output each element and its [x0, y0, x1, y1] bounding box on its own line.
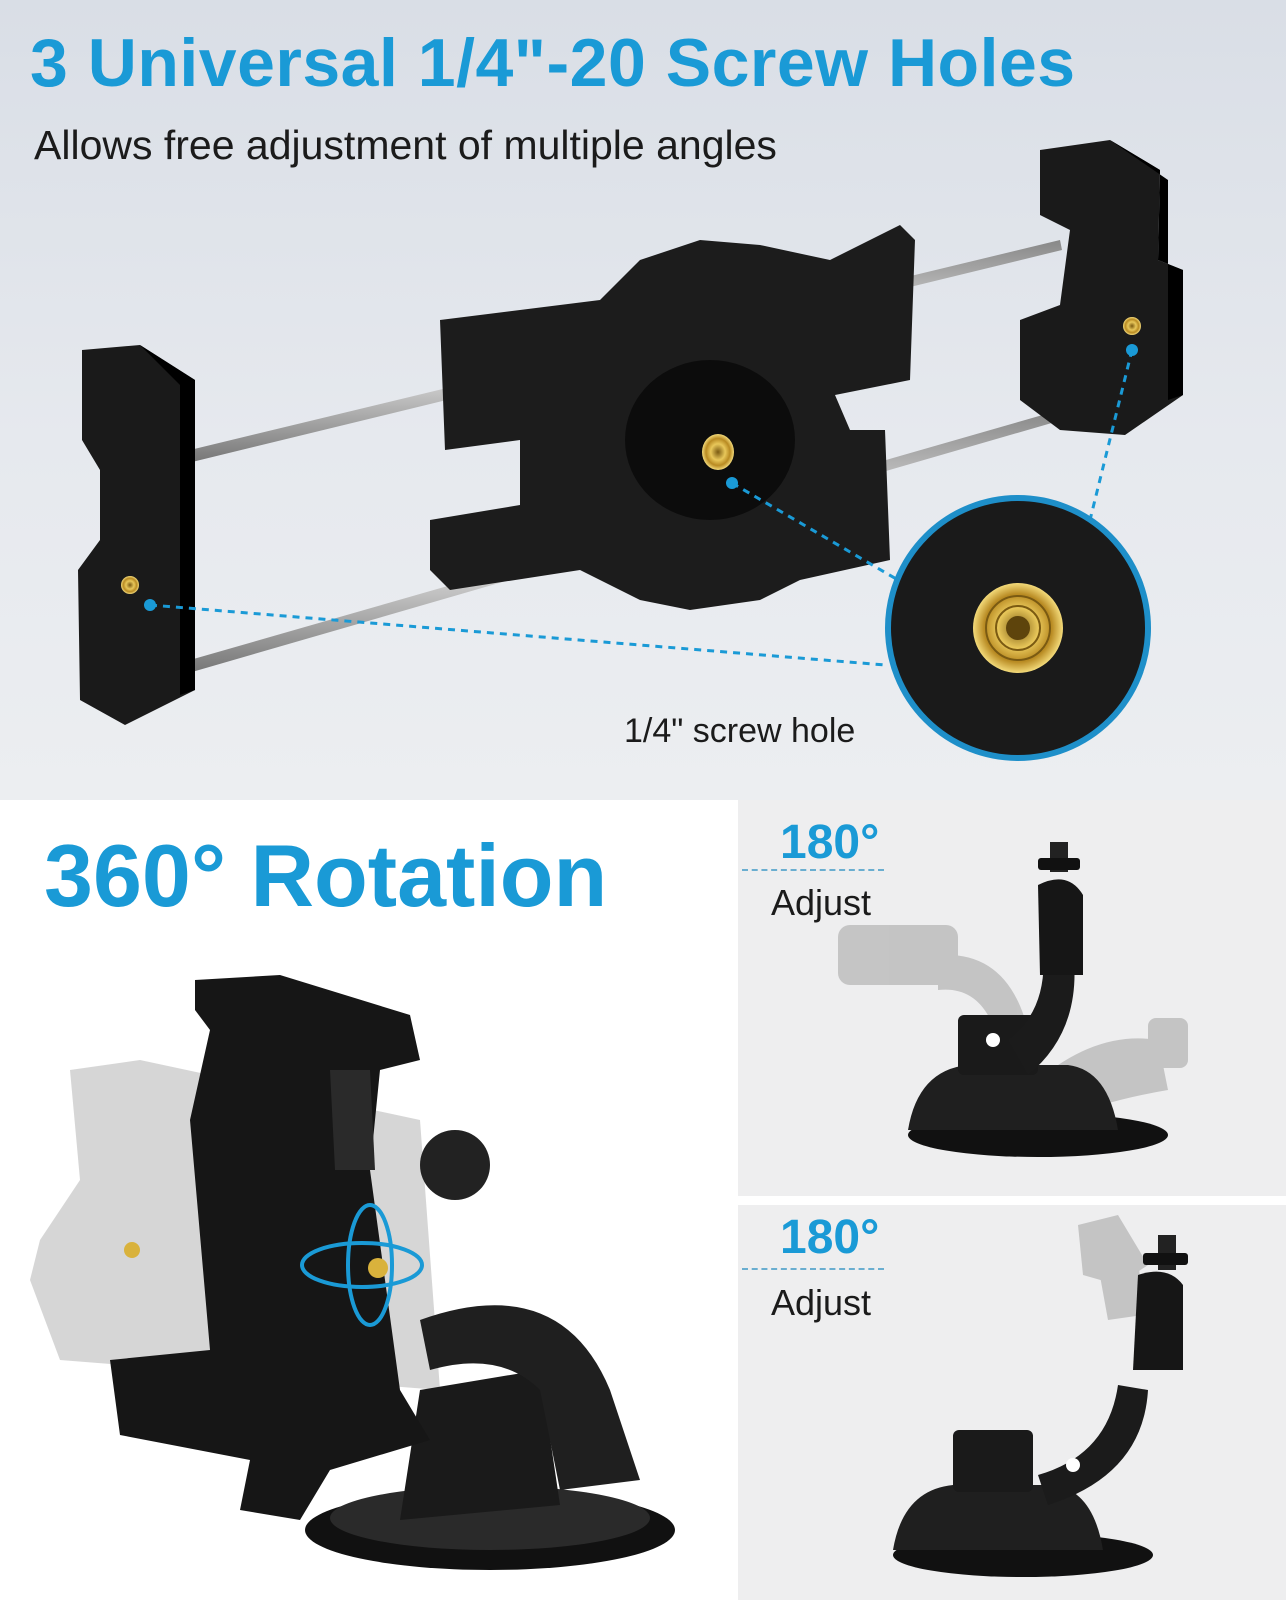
suction-mount-up-illustration — [893, 1215, 1188, 1577]
right-screw-hole — [1123, 317, 1141, 335]
right-clamp — [1020, 140, 1183, 435]
adjust-degrees-2: 180° — [780, 1211, 880, 1264]
center-screw-hole — [702, 434, 734, 470]
zoom-callout-circle — [885, 495, 1151, 761]
subheadline: Allows free adjustment of multiple angle… — [34, 122, 777, 168]
panel-divider — [738, 1196, 1286, 1205]
adjust-label-2: Adjust — [771, 1282, 872, 1323]
adjust-degrees-1: 180° — [780, 816, 880, 869]
tablet-holder-illustration — [78, 140, 1183, 761]
left-clamp — [78, 345, 195, 725]
left-screw-hole — [121, 576, 139, 594]
callout-leaders — [149, 349, 1134, 667]
adjust-divider-1 — [742, 869, 884, 871]
screw-hole-callout-label: 1/4" screw hole — [624, 712, 856, 750]
headline: 3 Universal 1/4"-20 Screw Holes — [30, 25, 1076, 101]
adjust-divider-2 — [742, 1268, 884, 1270]
adjust-label-1: Adjust — [771, 882, 872, 923]
suction-mount-side-illustration — [838, 842, 1188, 1157]
center-plate — [430, 225, 915, 610]
rotating-mount-illustration — [30, 975, 675, 1570]
rotation-title: 360° Rotation — [44, 826, 608, 925]
